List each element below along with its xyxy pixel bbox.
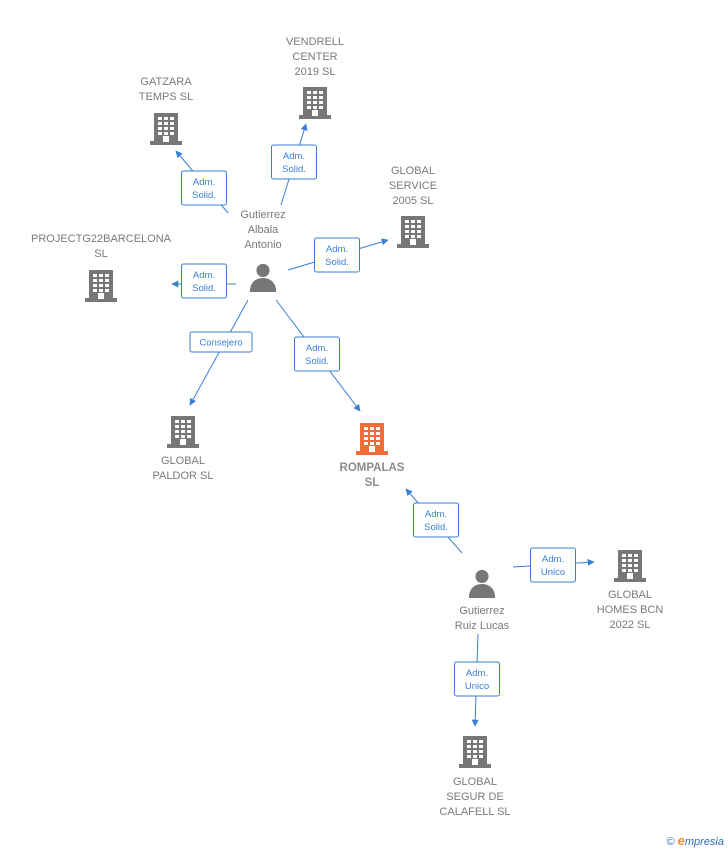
building-icon (614, 550, 646, 582)
role-badge-box (181, 263, 227, 299)
node-label-line: HOMES BCN (597, 604, 664, 616)
node-label-line: Albala (248, 224, 279, 236)
building-icon (299, 87, 331, 119)
role-badge-text: Solid. (424, 522, 448, 533)
node-label-line: 2019 SL (295, 66, 336, 78)
node-vendrell[interactable]: VENDRELL CENTER 2019 SL (286, 36, 344, 119)
building-icon (85, 270, 117, 302)
node-label-line: Antonio (244, 239, 281, 251)
role-badge-box (189, 331, 253, 353)
role-badge-box (413, 502, 459, 538)
copyright-icon: © (666, 836, 675, 848)
role-badge[interactable]: Consejero (189, 331, 253, 353)
role-badge[interactable]: Adm. Solid. (271, 144, 317, 180)
nodes-layer: VENDRELL CENTER 2019 SL GATZARA TEMPS SL GLOB… (31, 36, 663, 818)
role-badge[interactable]: Adm. Unico (530, 547, 576, 583)
role-badge-text: Adm. (542, 554, 564, 565)
role-badge-box (181, 170, 227, 206)
node-label-line: TEMPS SL (139, 91, 193, 103)
node-projectg22[interactable]: PROJECTG22BARCELONA SL (31, 233, 172, 302)
role-badge-text: Adm. (193, 270, 215, 281)
role-badge-text: Unico (465, 681, 489, 692)
role-badge-text: Unico (541, 567, 565, 578)
role-badge-text: Solid. (325, 257, 349, 268)
building-icon (397, 216, 429, 248)
node-label-line: GLOBAL (608, 589, 652, 601)
node-label-line: Gutierrez (459, 605, 504, 617)
role-badge[interactable]: Adm. Solid. (413, 502, 459, 538)
node-label-line: PROJECTG22BARCELONA (31, 233, 172, 245)
role-badge-text: Adm. (425, 509, 447, 520)
node-label-line: CALAFELL SL (439, 806, 510, 818)
node-global-homes[interactable]: GLOBAL HOMES BCN 2022 SL (597, 550, 664, 631)
role-badge-box (530, 547, 576, 583)
role-badge-text: Adm. (466, 668, 488, 679)
role-badge-box (294, 336, 340, 372)
node-label-line: GATZARA (140, 76, 192, 88)
node-label-line: 2005 SL (393, 195, 434, 207)
node-gatzara[interactable]: GATZARA TEMPS SL (139, 76, 193, 145)
role-badge-box (454, 661, 500, 697)
badges-layer: Adm. Solid. Adm. Solid. Adm. Solid. Adm. Solid.… (181, 144, 576, 697)
footer-brand: © empresia (666, 833, 724, 848)
node-label-line: VENDRELL (286, 36, 344, 48)
node-label-line: CENTER (292, 51, 337, 63)
building-icon (356, 423, 388, 455)
role-badge[interactable]: Adm. Solid. (181, 170, 227, 206)
role-badge[interactable]: Adm. Solid. (181, 263, 227, 299)
role-badge-text: Solid. (305, 356, 329, 367)
person-icon (468, 569, 496, 598)
node-label-line: 2022 SL (610, 619, 651, 631)
role-badge-text: Adm. (283, 151, 305, 162)
node-label-line: Gutierrez (240, 209, 285, 221)
brand-logo-initial: e (677, 833, 685, 848)
person-icon (249, 263, 277, 292)
node-label-line: SEGUR DE (446, 791, 503, 803)
node-global-paldor[interactable]: GLOBAL PALDOR SL (153, 416, 214, 482)
brand-name: mpresia (684, 836, 724, 848)
role-badge[interactable]: Adm. Unico (454, 661, 500, 697)
role-badge-box (271, 144, 317, 180)
building-icon (167, 416, 199, 448)
node-label-line: GLOBAL (453, 776, 497, 788)
role-badge-text: Solid. (192, 190, 216, 201)
node-label-line: SERVICE (389, 180, 437, 192)
building-icon (150, 113, 182, 145)
role-badge-text: Adm. (326, 244, 348, 255)
role-badge-text: Solid. (192, 283, 216, 294)
node-label-line: SL (94, 248, 107, 260)
role-badge[interactable]: Adm. Solid. (314, 237, 360, 273)
node-global-segur[interactable]: GLOBAL SEGUR DE CALAFELL SL (439, 736, 511, 818)
node-label-line: ROMPALAS (340, 462, 405, 474)
node-label-line: SL (365, 477, 380, 489)
role-badge-text: Adm. (193, 177, 215, 188)
node-rompalas[interactable]: ROMPALAS SL (340, 423, 405, 489)
role-badge-text: Solid. (282, 164, 306, 175)
role-badge-box (314, 237, 360, 273)
node-label-line: Ruiz Lucas (455, 620, 510, 632)
node-global-service[interactable]: GLOBAL SERVICE 2005 SL (389, 165, 437, 248)
building-icon (459, 736, 491, 768)
role-badge-text: Consejero (199, 338, 242, 349)
role-badge[interactable]: Adm. Solid. (294, 336, 340, 372)
node-label-line: GLOBAL (161, 455, 205, 467)
role-badge-text: Adm. (306, 343, 328, 354)
node-label-line: GLOBAL (391, 165, 435, 177)
node-label-line: PALDOR SL (153, 470, 214, 482)
